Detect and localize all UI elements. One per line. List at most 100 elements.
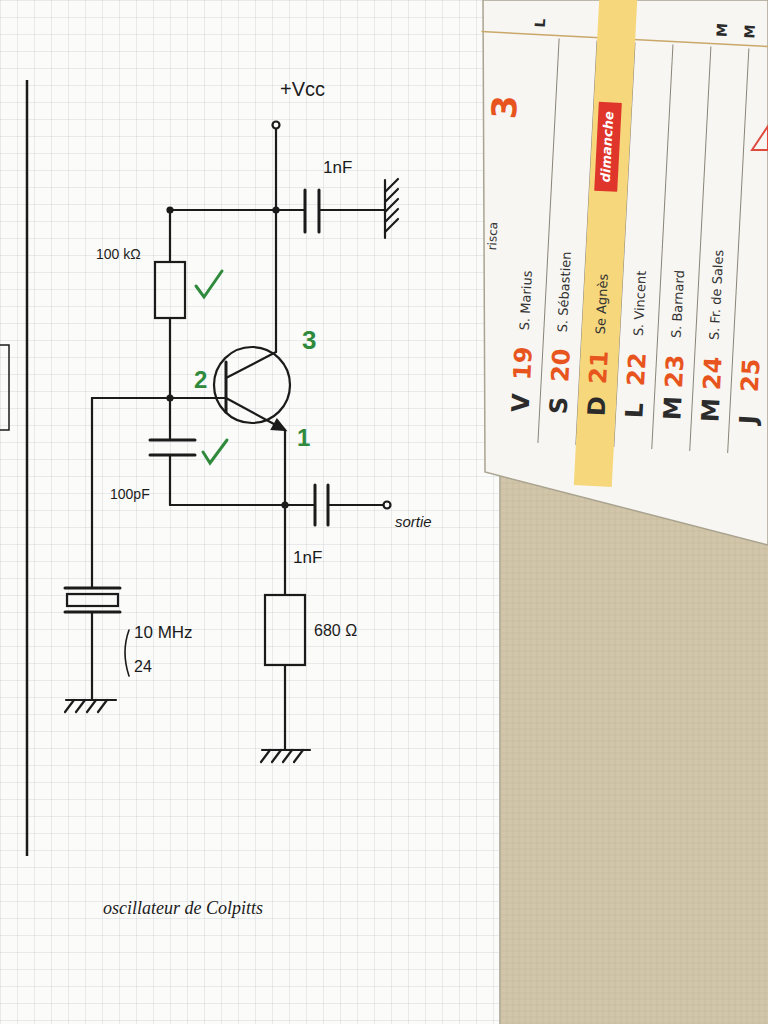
pin-number: 1 bbox=[297, 424, 310, 452]
wire bbox=[170, 504, 315, 506]
weekday-letter: L bbox=[621, 402, 649, 419]
ground-symbol bbox=[261, 750, 270, 762]
header-letter: M bbox=[713, 23, 730, 38]
calendar-rule bbox=[728, 49, 749, 453]
ground-symbol bbox=[76, 700, 85, 712]
day-badge: dimanche bbox=[594, 102, 622, 192]
weekday-letter: V bbox=[508, 393, 537, 413]
ground-symbol bbox=[65, 700, 116, 712]
transistor-symbol bbox=[226, 398, 285, 430]
pin-number: 3 bbox=[302, 326, 316, 356]
wire bbox=[91, 398, 93, 588]
ground-symbol bbox=[272, 750, 281, 762]
check-mark bbox=[203, 440, 227, 463]
supply-label: +Vcc bbox=[280, 78, 325, 101]
wire bbox=[284, 430, 286, 595]
ground-symbol bbox=[385, 179, 398, 238]
header-letter: M bbox=[741, 24, 758, 39]
date-number: 24 bbox=[699, 356, 728, 391]
wire bbox=[169, 318, 171, 440]
graph-paper bbox=[26, 80, 29, 856]
graph-paper bbox=[0, 345, 9, 430]
saint-name: S. Marius bbox=[518, 270, 536, 330]
capacitor-symbol bbox=[150, 439, 195, 442]
output-label: sortie bbox=[395, 513, 432, 530]
capacitor-symbol bbox=[314, 485, 317, 525]
graph-paper bbox=[0, 0, 500, 1024]
crystal-symbol bbox=[65, 588, 120, 612]
resistor-value: 680 Ω bbox=[314, 622, 357, 640]
transistor-symbol bbox=[225, 362, 228, 412]
resistor-symbol bbox=[155, 262, 185, 318]
crystal-symbol bbox=[67, 594, 118, 606]
resistor-value: 100 kΩ bbox=[96, 246, 141, 262]
graph-paper bbox=[0, 0, 500, 1024]
transistor-symbol bbox=[226, 352, 276, 378]
ground-symbol bbox=[98, 700, 107, 712]
date-number: 19 bbox=[509, 346, 538, 381]
date-number: 25 bbox=[737, 358, 766, 393]
ground-symbol bbox=[87, 700, 96, 712]
capacitor-value: 1nF bbox=[293, 548, 322, 568]
ground-symbol bbox=[283, 750, 292, 762]
calendar-rule bbox=[652, 45, 673, 449]
junction-dot bbox=[274, 208, 279, 213]
check-mark bbox=[196, 271, 222, 297]
wire bbox=[169, 455, 171, 505]
wire bbox=[170, 209, 305, 211]
saint-name: S. Fr. de Sales bbox=[708, 249, 728, 340]
crystal-note: 24 bbox=[134, 658, 152, 676]
wire bbox=[319, 209, 385, 211]
graph-paper bbox=[0, 0, 500, 1024]
capacitor-value: 100pF bbox=[110, 486, 150, 502]
capacitor-symbol bbox=[304, 190, 307, 232]
calendar-rule bbox=[538, 39, 559, 443]
crystal-symbol bbox=[65, 587, 120, 590]
calendar-rule bbox=[690, 47, 711, 451]
wire bbox=[328, 504, 383, 506]
ground-symbol bbox=[65, 700, 74, 712]
date-number: 23 bbox=[661, 354, 690, 389]
weekday-letter: M bbox=[659, 395, 688, 420]
pin-number: 2 bbox=[194, 366, 207, 394]
weekday-letter: M bbox=[697, 397, 726, 422]
capacitor-symbol bbox=[150, 454, 195, 457]
wire bbox=[91, 612, 93, 700]
ground-symbol bbox=[385, 219, 398, 232]
weekday-letter: J bbox=[735, 414, 763, 424]
month-number: 3 bbox=[485, 94, 525, 120]
wire bbox=[284, 665, 286, 750]
resistor-symbol bbox=[265, 595, 305, 665]
transistor-symbol bbox=[214, 347, 290, 430]
ground-symbol bbox=[261, 750, 310, 762]
ground-symbol bbox=[384, 180, 386, 238]
weekday-letter: D bbox=[583, 395, 612, 416]
ground-symbol bbox=[294, 750, 303, 762]
wire bbox=[169, 210, 171, 262]
date-number: 22 bbox=[623, 352, 652, 387]
bracket bbox=[125, 630, 129, 676]
weekday-letter: S bbox=[545, 396, 573, 415]
saint-name: S. Sébastien bbox=[556, 251, 575, 332]
calendar-layer: D21Se Agnèsdimanche3riscaV19S. MariusS20… bbox=[480, 0, 768, 456]
crystal-frequency: 10 MHz bbox=[134, 623, 193, 643]
colpitts-schematic bbox=[65, 122, 398, 763]
saint-name: S. Vincent bbox=[632, 270, 650, 336]
calendar-page bbox=[752, 126, 768, 150]
saint-name: risca bbox=[486, 222, 501, 251]
saint-name: S. Barnard bbox=[670, 270, 688, 339]
capacitor-value: 1nF bbox=[323, 158, 352, 178]
supply-terminal bbox=[273, 122, 280, 129]
wire bbox=[275, 129, 277, 352]
day-name: dimanche bbox=[599, 111, 618, 183]
date-number: 21 bbox=[585, 350, 614, 385]
graph-paper bbox=[499, 460, 501, 1024]
date-number: 20 bbox=[547, 348, 576, 383]
output-terminal bbox=[384, 502, 391, 509]
transistor-symbol bbox=[272, 420, 285, 430]
